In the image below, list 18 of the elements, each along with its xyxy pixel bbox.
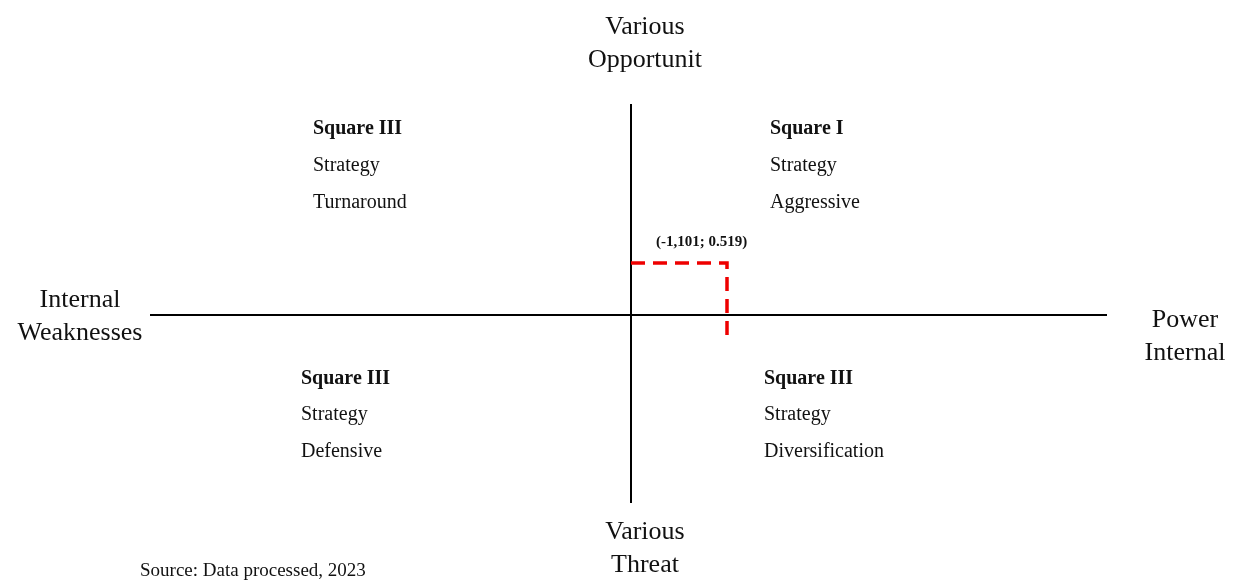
source-caption: Source: Data processed, 2023: [140, 558, 366, 580]
quadrant-title: Square III: [301, 365, 391, 390]
axis-label: Power Internal: [1143, 303, 1227, 368]
quadrant-text: Diversification: [764, 438, 884, 463]
quadrant-text: Turnaround: [313, 189, 407, 214]
quadrant-title: Square III: [313, 115, 403, 140]
quadrant-text: Strategy: [764, 401, 831, 426]
axis-label: Internal Weaknesses: [16, 283, 144, 348]
quadrant-text: Aggressive: [770, 189, 860, 214]
axis-label: Various Opportunit: [586, 10, 704, 75]
quadrant-text: Strategy: [301, 401, 368, 426]
quadrant-text: Defensive: [301, 438, 383, 463]
coordinate-label: (-1,101; 0.519): [656, 232, 748, 251]
quadrant-text: Strategy: [313, 152, 380, 177]
quadrant-title: Square I: [770, 115, 844, 140]
axis-label: Various Threat: [604, 515, 686, 580]
quadrant-text: Strategy: [770, 152, 837, 177]
quadrant-title: Square III: [764, 365, 854, 390]
